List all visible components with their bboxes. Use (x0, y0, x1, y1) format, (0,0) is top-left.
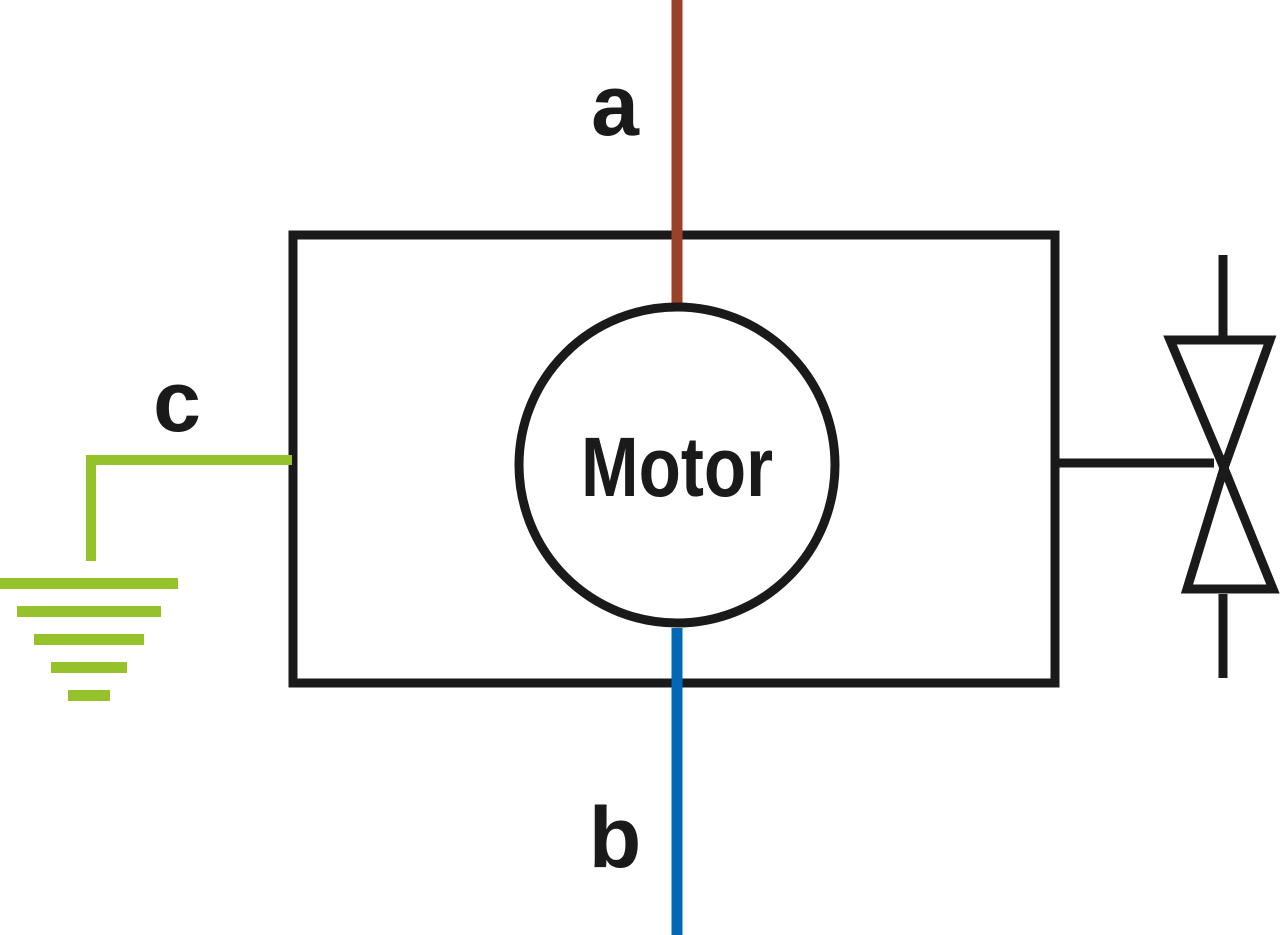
label-c: c (153, 354, 201, 450)
motor-circle (514, 302, 840, 628)
valve-icon (1163, 255, 1280, 678)
label-a: a (591, 58, 640, 154)
label-b: b (589, 790, 642, 886)
ground-symbol-icon (0, 578, 178, 701)
motor-label: Motor (581, 420, 773, 514)
wire-c (86, 455, 292, 561)
